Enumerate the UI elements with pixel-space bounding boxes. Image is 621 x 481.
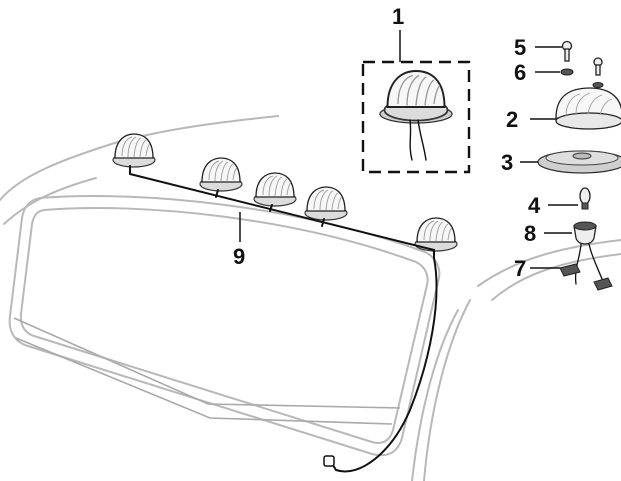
lens-part	[530, 87, 621, 130]
callout-1: 1	[392, 4, 404, 29]
cab-body-outline	[0, 115, 621, 481]
screw-part	[535, 40, 603, 76]
callout-5: 5	[514, 35, 526, 60]
callout-7: 7	[514, 256, 526, 281]
cab-lamp-2	[199, 157, 243, 192]
rear-window	[8, 195, 441, 457]
callout-3: 3	[501, 150, 513, 175]
callout-8: 8	[524, 221, 536, 246]
base-part	[520, 150, 621, 174]
callout-2: 2	[506, 107, 518, 132]
lamp-assembly-detail-box	[361, 30, 471, 174]
callout-9: 9	[233, 244, 245, 269]
cab-lamp-3	[253, 172, 297, 207]
callout-4: 4	[528, 193, 541, 218]
cab-lamp-4	[304, 186, 348, 221]
clip-part	[530, 263, 613, 291]
exploded-lamp-parts	[520, 40, 621, 291]
washer-part	[535, 68, 604, 88]
callout-6: 6	[514, 60, 526, 85]
wiring-harness	[129, 165, 438, 473]
cab-lamp-1	[112, 133, 156, 168]
bulb-part	[548, 187, 591, 210]
